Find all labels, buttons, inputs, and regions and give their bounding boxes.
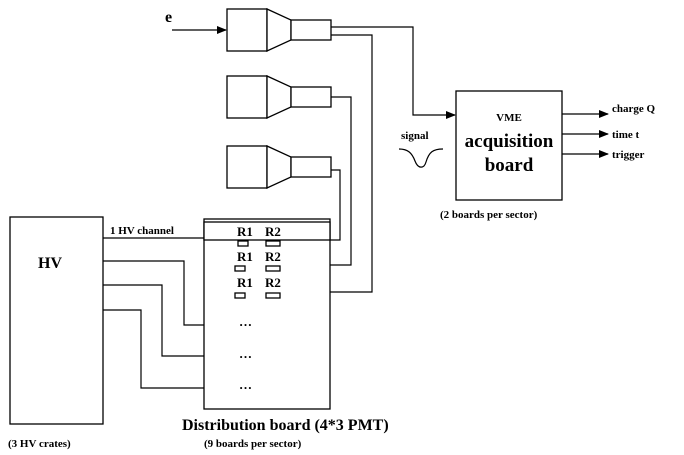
distribution-caption: (9 boards per sector) [204, 438, 302, 450]
pmt-2 [226, 74, 332, 120]
resistor-r2-row2: R2 [265, 249, 281, 264]
ellipsis-row3: … [239, 377, 252, 392]
acquisition-line1: VME [496, 112, 522, 124]
hv-line-3 [103, 284, 204, 357]
resistor-r2-row3-icon [265, 292, 281, 299]
distribution-board [203, 218, 331, 410]
resistor-r1-row3: R1 [237, 275, 253, 290]
signal-pulse-icon [398, 148, 444, 168]
hv-caption: (3 HV crates) [8, 438, 71, 450]
resistor-r1-row1: R1 [237, 224, 253, 239]
hv-line-2 [103, 260, 204, 326]
acquisition-line3: board [485, 155, 534, 176]
signal-label: signal [401, 130, 429, 142]
distribution-channel-bar [203, 221, 331, 241]
hv-channel-label: 1 HV channel [110, 225, 174, 237]
distribution-title: Distribution board (4*3 PMT) [182, 417, 389, 434]
resistor-r1-row3-icon [234, 292, 246, 299]
acquisition-board [455, 90, 563, 201]
resistor-r1-row1-icon [237, 240, 249, 247]
resistor-r2-row2-icon [265, 265, 281, 272]
resistor-r1-row2: R1 [237, 249, 253, 264]
hv-line-4 [103, 309, 204, 389]
input-label: e [165, 9, 172, 26]
resistor-r2-row1-icon [265, 240, 281, 247]
output-time-label: time t [612, 129, 640, 141]
ellipsis-row1: … [239, 314, 252, 329]
output-trigger-label: trigger [612, 149, 644, 161]
hv-label: HV [38, 255, 62, 272]
pmt-3 [226, 144, 332, 190]
resistor-r1-row2-icon [234, 265, 246, 272]
resistor-r2-row1: R2 [265, 224, 281, 239]
resistor-r2-row3: R2 [265, 275, 281, 290]
ellipsis-row2: … [239, 346, 252, 361]
output-charge-label: charge Q [612, 103, 656, 115]
acquisition-caption: (2 boards per sector) [440, 209, 538, 221]
signal-line [331, 26, 456, 119]
pmt-1 [226, 7, 332, 53]
hv-crate [9, 216, 104, 425]
acquisition-line2: acquisition [465, 131, 554, 152]
